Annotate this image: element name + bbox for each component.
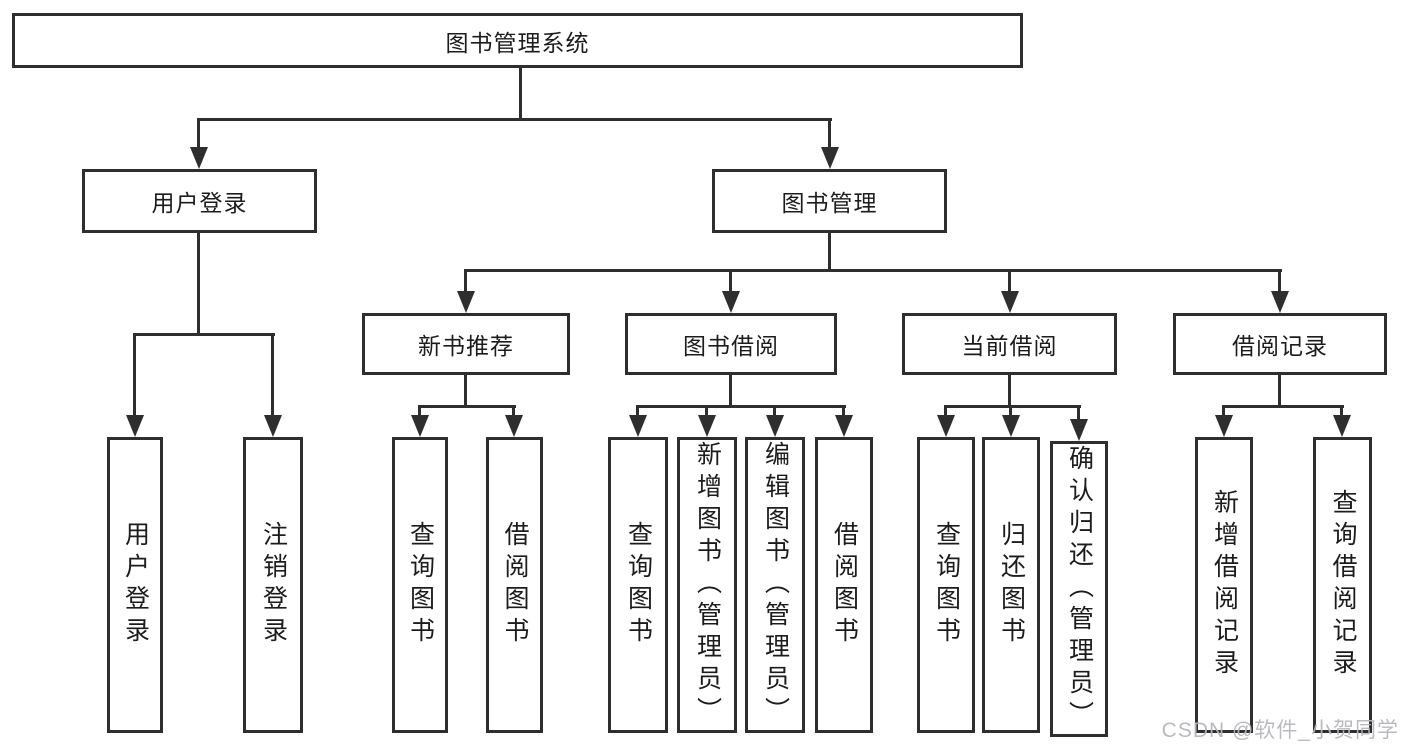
connector-stem-borrowing-records <box>1278 269 1281 294</box>
leaf-label: 借阅图书 <box>501 521 529 649</box>
connector-leaf-stem <box>636 405 639 418</box>
leaf-label: 查询图书 <box>624 521 653 649</box>
arrow-to-leaf-icon <box>937 415 955 437</box>
arrow-to-login-leaf-icon <box>126 415 144 437</box>
connector-user-login-stem <box>197 233 200 336</box>
connector-stem-new-book <box>464 269 467 294</box>
leaf-query-borrow-record: 查询借阅记录 <box>1313 437 1372 733</box>
connector-new-book-hline <box>418 405 516 408</box>
leaf-label: 注销登录 <box>259 521 288 649</box>
arrow-to-current-borrowing-icon <box>1001 291 1019 313</box>
leaf-label: 归还图书 <box>997 521 1026 649</box>
arrow-to-book-management-icon <box>821 147 839 169</box>
leaf-query-books-recommend: 查询图书 <box>392 437 448 733</box>
connector-leaf-stem <box>1009 405 1012 418</box>
leaf-label: 查询图书 <box>932 521 961 649</box>
node-current-borrowing: 当前借阅 <box>902 313 1117 375</box>
arrow-to-leaf-icon <box>1333 415 1351 437</box>
leaf-edit-book-admin: 编辑图书（管理员） <box>745 437 805 733</box>
arrow-to-leaf-icon <box>1002 415 1020 437</box>
leaf-return-books: 归还图书 <box>982 437 1040 733</box>
connector-stem-book-borrowing <box>729 269 732 294</box>
connector-level2-hline <box>197 118 832 121</box>
connector-book-borrowing-stem <box>729 375 732 407</box>
connector-leaf-stem <box>773 405 776 418</box>
arrow-to-leaf-icon <box>411 415 429 437</box>
node-library-management-system: 图书管理系统 <box>12 13 1023 68</box>
node-book-management: 图书管理 <box>712 169 947 233</box>
node-label: 借阅记录 <box>1232 333 1328 359</box>
arrow-to-leaf-icon <box>629 415 647 437</box>
leaf-label: 编辑图书（管理员） <box>761 441 790 729</box>
leaf-label: 查询图书 <box>406 521 435 649</box>
connector-new-book-stem <box>464 375 467 407</box>
connector-leaf-stem <box>418 405 421 418</box>
node-label: 用户登录 <box>151 190 248 216</box>
leaf-add-borrow-record: 新增借阅记录 <box>1195 437 1253 733</box>
node-label: 图书管理系统 <box>445 29 590 56</box>
leaf-label: 用户登录 <box>121 521 150 649</box>
connector-stem-current-borrowing <box>1008 269 1011 294</box>
leaf-label: 新增借阅记录 <box>1210 489 1239 681</box>
connector-stem-logout-leaf <box>271 333 274 418</box>
connector-stem-book-management <box>828 118 831 151</box>
connector-leaf-stem <box>842 405 845 418</box>
arrow-to-borrowing-records-icon <box>1271 291 1289 313</box>
leaf-borrow-books-borrowing: 借阅图书 <box>815 437 873 733</box>
connector-book-borrowing-hline <box>636 405 846 408</box>
watermark-text: CSDN @软件_小贺同学 <box>1161 719 1399 742</box>
node-borrowing-records: 借阅记录 <box>1173 313 1387 375</box>
connector-root-stem <box>519 68 522 120</box>
connector-current-borrowing-hline <box>944 405 1081 408</box>
node-label: 图书借阅 <box>683 333 779 359</box>
arrow-to-new-book-icon <box>457 291 475 313</box>
arrow-to-user-login-icon <box>190 147 208 169</box>
connector-stem-login-leaf <box>133 333 136 418</box>
arrow-to-logout-leaf-icon <box>264 415 282 437</box>
connector-book-management-stem <box>828 233 831 272</box>
connector-current-borrowing-stem <box>1008 375 1011 407</box>
node-label: 图书管理 <box>781 190 878 216</box>
leaf-label: 借阅图书 <box>830 521 859 649</box>
node-user-login: 用户登录 <box>82 169 317 233</box>
connector-borrowing-records-hline <box>1222 405 1344 408</box>
node-new-book-recommendation: 新书推荐 <box>362 313 570 375</box>
connector-user-login-hline <box>133 333 275 336</box>
leaf-label: 确认归还（管理员） <box>1065 445 1094 733</box>
connector-level3-hline <box>464 269 1282 272</box>
leaf-query-books-borrowing: 查询图书 <box>608 437 668 733</box>
leaf-logout: 注销登录 <box>243 437 303 733</box>
connector-leaf-stem <box>1340 405 1343 418</box>
leaf-label: 查询借阅记录 <box>1329 489 1357 681</box>
leaf-query-books-current: 查询图书 <box>917 437 975 733</box>
arrow-to-leaf-icon <box>505 415 523 437</box>
leaf-add-book-admin: 新增图书（管理员） <box>677 437 737 733</box>
connector-leaf-stem <box>1077 405 1080 422</box>
node-label: 新书推荐 <box>418 333 514 359</box>
arrow-to-leaf-icon <box>766 415 784 437</box>
arrow-to-leaf-icon <box>835 415 853 437</box>
connector-borrowing-records-stem <box>1278 375 1281 407</box>
leaf-label: 新增图书（管理员） <box>693 441 722 729</box>
arrow-to-leaf-icon <box>698 415 716 437</box>
connector-leaf-stem <box>512 405 515 418</box>
leaf-user-login: 用户登录 <box>107 437 163 733</box>
arrow-to-book-borrowing-icon <box>722 291 740 313</box>
connector-leaf-stem <box>944 405 947 418</box>
node-label: 当前借阅 <box>961 333 1058 359</box>
connector-leaf-stem <box>1222 405 1225 418</box>
arrow-to-leaf-icon <box>1070 419 1088 441</box>
leaf-confirm-return-admin: 确认归还（管理员） <box>1050 441 1108 737</box>
leaf-borrow-books-recommend: 借阅图书 <box>486 437 543 733</box>
connector-leaf-stem <box>705 405 708 418</box>
connector-stem-user-login <box>197 118 200 151</box>
arrow-to-leaf-icon <box>1215 415 1233 437</box>
node-book-borrowing: 图书借阅 <box>625 313 837 375</box>
